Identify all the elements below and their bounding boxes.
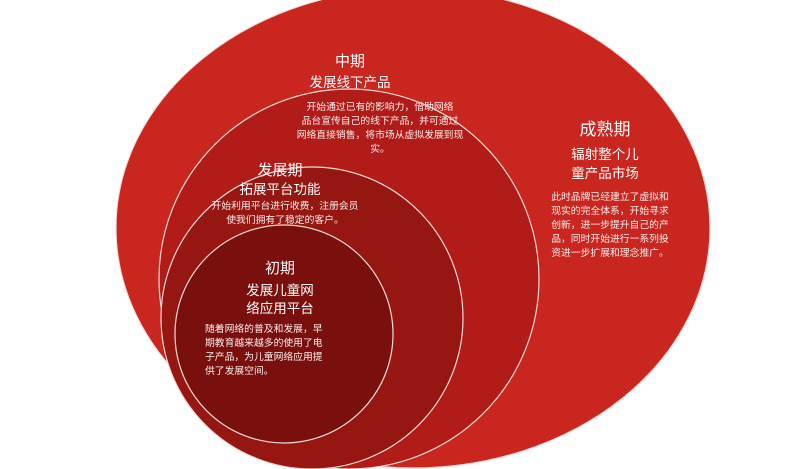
initial-desc-line: 子产品，为儿童网络应用提 [205, 352, 323, 363]
mid-desc-line: 实。 [370, 144, 390, 155]
development-stage-subtitle: 拓展平台功能 [239, 182, 321, 198]
initial-stage-title: 初期 [264, 259, 295, 277]
mature-desc-line: 现实的完全体系，开始寻求 [551, 206, 669, 217]
development-stage-description: 开始利用平台进行收费，注册会员 使我们拥有了稳定的客户。 [195, 200, 375, 228]
initial-stage-subtitle-line-2: 络应用平台 [246, 301, 314, 317]
mid-stage-title: 中期 [334, 52, 365, 70]
mature-desc-line: 创新，进一步提升自己的产 [551, 220, 669, 231]
initial-desc-line: 期教育越来越多的使用了电 [205, 338, 323, 349]
initial-stage-subtitle-line-1: 发展儿童网 [246, 283, 314, 299]
mature-desc-line: 资进一步扩展和理念推广。 [551, 248, 669, 259]
mid-stage-subtitle: 发展线下产品 [309, 75, 391, 91]
initial-circle [174, 224, 394, 444]
initial-desc-line: 供了发展空间。 [205, 366, 274, 377]
mature-stage-description: 此时品牌已经建立了虚拟和 现实的完全体系，开始寻求 创新，进一步提升自己的产 品… [530, 191, 690, 261]
mature-desc-line: 此时品牌已经建立了虚拟和 [551, 192, 669, 203]
initial-stage-description: 随着网络的普及和发展，早 期教育越来越多的使用了电 子产品，为儿童网络应用提 供… [205, 323, 363, 379]
mid-stage-description: 开始通过已有的影响力，借助网络 品台宣传自己的线下产品，并可通过 网络直接销售，… [270, 101, 490, 157]
development-stage-title: 发展期 [257, 161, 303, 179]
mid-desc-line: 开始通过已有的影响力，借助网络 [306, 102, 454, 113]
development-desc-line: 使我们拥有了稳定的客户。 [226, 215, 344, 226]
development-desc-line: 开始利用平台进行收费，注册会员 [211, 201, 359, 212]
initial-desc-line: 随着网络的普及和发展，早 [205, 324, 323, 335]
mature-stage-subtitle-line-1: 辐射整个儿 [571, 147, 639, 163]
mid-desc-line: 网络直接销售，将市场从虚拟发展到现 [296, 130, 464, 141]
mature-stage-subtitle-line-2: 童产品市场 [571, 166, 639, 182]
mature-stage-title: 成熟期 [579, 120, 631, 140]
mid-desc-line: 品台宣传自己的线下产品，并可通过 [301, 116, 459, 127]
mature-desc-line: 品，同时开始进行一系列投 [551, 234, 669, 245]
